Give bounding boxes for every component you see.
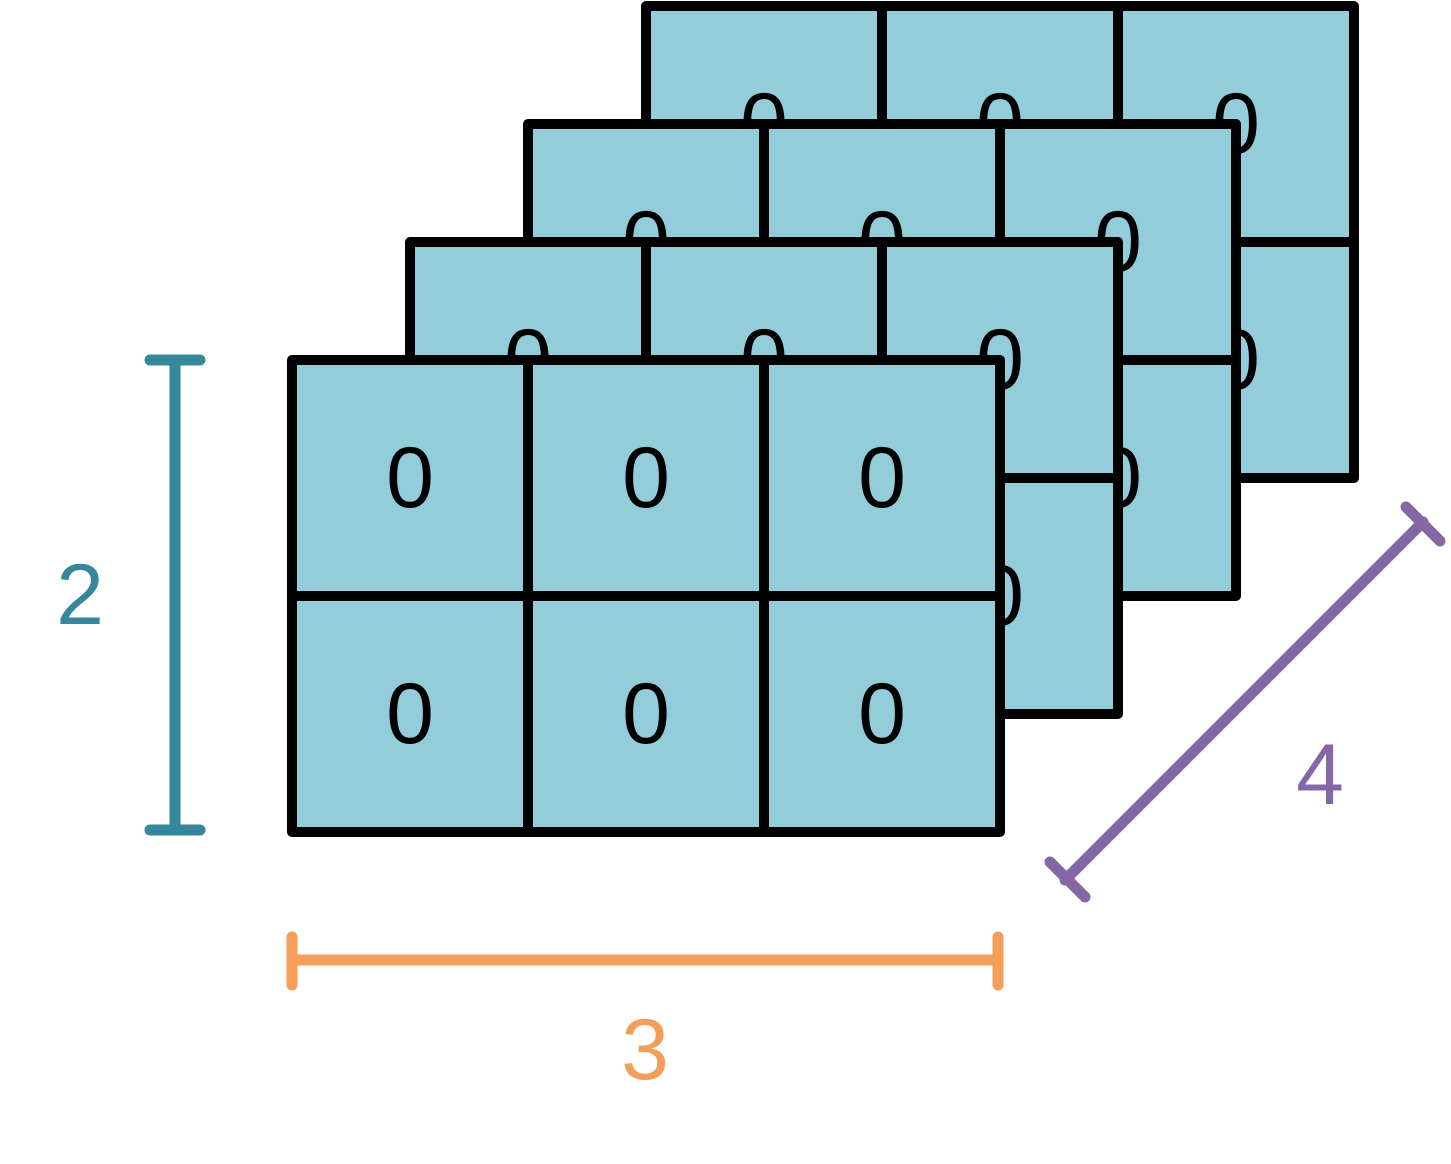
depth-dimension-marker: 4 [1044,501,1446,903]
tensor-cell [528,596,764,832]
depth-dimension-cap-lower [1044,856,1091,903]
tensor-cell [764,360,1000,596]
tensor-cell-value: 0 [622,666,670,762]
rows-dimension-marker: 2 [56,354,206,836]
tensor-cell-value: 0 [858,666,906,762]
depth-dimension-label: 4 [1296,727,1344,823]
tensor-cell [528,360,764,596]
rows-dimension-label: 2 [56,547,104,643]
tensor-cell [292,596,528,832]
cols-dimension-label: 3 [621,1002,669,1098]
tensor-cell-value: 0 [858,430,906,526]
tensor-layers: 000000000000000000000000 [287,1,1359,837]
cols-dimension-marker: 3 [286,931,1004,1098]
tensor-cell-value: 0 [622,430,670,526]
layer-border [287,355,1005,837]
tensor-cell-value: 0 [386,430,434,526]
tensor-cell-value: 0 [386,666,434,762]
tensor-cell [292,360,528,596]
tensor-layer-1: 0 0 0 0 0 0 [287,355,1005,837]
depth-dimension-line [1059,516,1429,886]
depth-dimension-cap-upper [1400,501,1446,547]
tensor-cell [764,596,1000,832]
